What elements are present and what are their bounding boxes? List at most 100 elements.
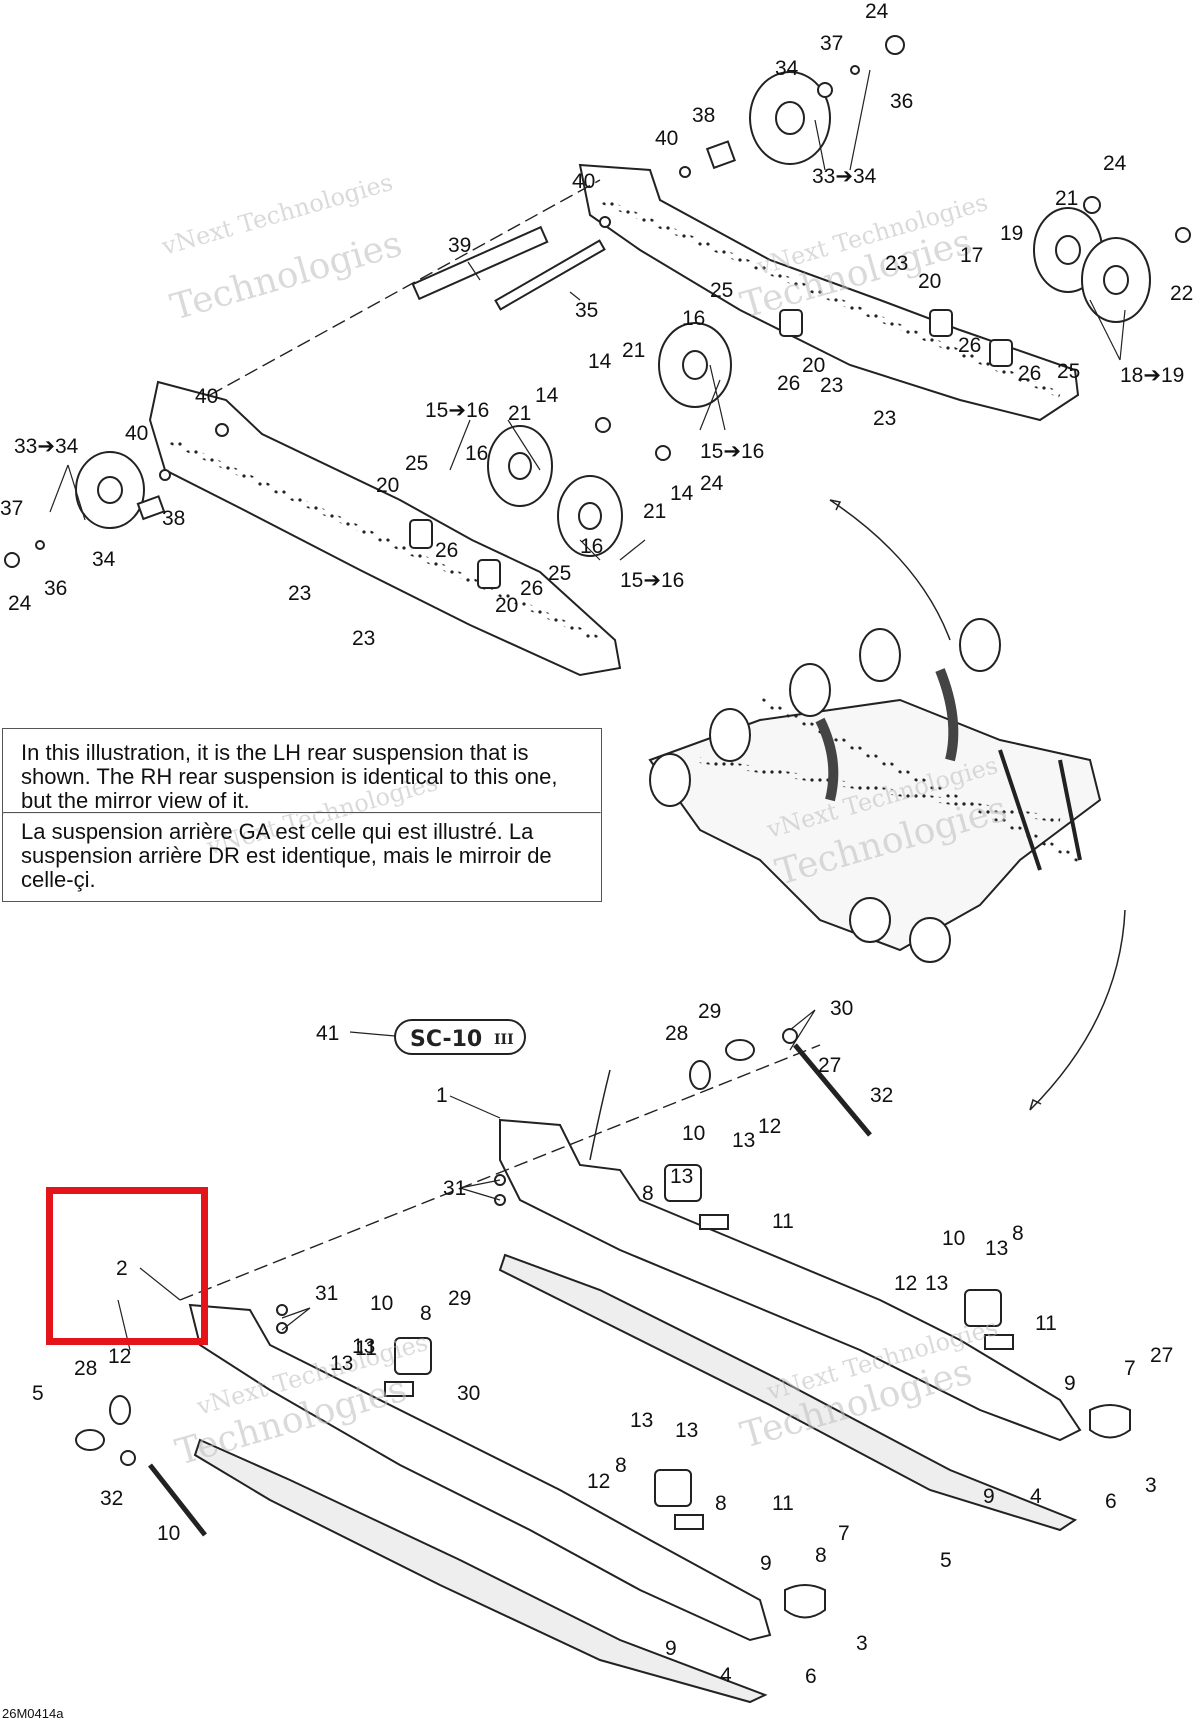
callout-label: 15➔16 xyxy=(425,399,489,422)
callout-label: 35 xyxy=(575,299,598,322)
callout-label: 3 xyxy=(1145,1474,1157,1497)
callout-label: 37 xyxy=(0,497,23,520)
callout-label: 11 xyxy=(772,1492,794,1515)
callout-label: 19 xyxy=(1000,222,1023,245)
callout-label: 13 xyxy=(732,1129,755,1152)
slide-runner-lh xyxy=(193,1438,768,1704)
callout-label: 15➔16 xyxy=(700,440,764,463)
axle-35 xyxy=(494,239,606,311)
callout-label: 37 xyxy=(820,32,843,55)
note-french: La suspension arrière GA est celle qui e… xyxy=(21,819,552,892)
callout-label: 26 xyxy=(520,577,543,600)
callout-label: 10 xyxy=(157,1522,180,1545)
callout-label: 8 xyxy=(615,1454,627,1477)
callout-label: 38 xyxy=(692,104,715,127)
callout-label: 8 xyxy=(815,1544,827,1567)
callout-label: 10 xyxy=(942,1227,965,1250)
highlight-box xyxy=(46,1187,208,1345)
callout-label: 36 xyxy=(890,90,913,113)
callout-label: 13 xyxy=(670,1165,693,1188)
callout-label: 7 xyxy=(838,1522,850,1545)
callout-label: 23 xyxy=(885,252,908,275)
plate-28b xyxy=(109,1395,131,1425)
callout-label: 23 xyxy=(820,374,843,397)
callout-label: 10 xyxy=(682,1122,705,1145)
slide-runner-rh xyxy=(498,1253,1078,1532)
callout-labels: 24 37 34 36 38 40 33➔34 40 39 35 24 21 1… xyxy=(0,0,1193,1688)
callout-label: 23 xyxy=(873,407,896,430)
upper-slide-rail-group xyxy=(148,163,1080,677)
callout-label: 24 xyxy=(700,472,724,495)
callout-label: 9 xyxy=(983,1485,995,1508)
callout-label: 22 xyxy=(1170,282,1193,305)
callout-label: 25 xyxy=(1057,360,1080,383)
upper-wheels xyxy=(4,35,1191,589)
callout-label: 21 xyxy=(1055,187,1078,210)
callout-label: 2 xyxy=(116,1257,128,1280)
note-divider xyxy=(3,812,601,814)
callout-label: 5 xyxy=(32,1382,44,1405)
callout-label: 26 xyxy=(435,539,458,562)
plate-28a xyxy=(689,1060,711,1090)
axle-39 xyxy=(411,225,549,301)
callout-label: 12 xyxy=(894,1272,917,1295)
callout-label: 30 xyxy=(457,1382,480,1405)
assembled-suspension xyxy=(648,499,1126,1111)
slider-block-10c xyxy=(394,1337,432,1375)
slide-rail-lh xyxy=(188,1303,772,1642)
callout-label: 3 xyxy=(856,1632,868,1655)
callout-label: 20 xyxy=(918,270,941,293)
callout-label: 16 xyxy=(682,307,705,330)
callout-label: 21 xyxy=(643,500,666,523)
callout-label: 11 xyxy=(1035,1312,1057,1335)
callout-label: 39 xyxy=(448,234,471,257)
callout-label: 8 xyxy=(1012,1222,1024,1245)
callout-label: 40 xyxy=(125,422,148,445)
callout-label: 11 xyxy=(355,1337,377,1360)
callout-label: 4 xyxy=(1030,1485,1042,1508)
upper-slide-rail-rh xyxy=(578,163,1080,422)
spacer-38 xyxy=(705,140,736,170)
callout-label: 8 xyxy=(420,1302,432,1325)
callout-label: 34 xyxy=(92,548,116,571)
callout-label: 21 xyxy=(622,339,645,362)
callout-label: 36 xyxy=(44,577,67,600)
leader-lines xyxy=(49,69,1126,1351)
callout-label: 34 xyxy=(775,57,799,80)
callout-label: 40 xyxy=(572,170,595,193)
callout-label: 8 xyxy=(715,1492,727,1515)
callout-label: 25 xyxy=(710,279,733,302)
callout-label: 38 xyxy=(162,507,185,530)
svg-text:III: III xyxy=(494,1032,514,1048)
callout-label: 40 xyxy=(655,127,678,150)
lower-rail-group xyxy=(75,1028,1131,1704)
callout-label: 14 xyxy=(588,350,612,373)
callout-label: 6 xyxy=(1105,1490,1117,1513)
callout-label: 9 xyxy=(665,1637,677,1660)
callout-label: 26 xyxy=(958,334,981,357)
callout-label: 29 xyxy=(698,1000,721,1023)
callout-label: 15➔16 xyxy=(620,569,684,592)
callout-label: 30 xyxy=(830,997,853,1020)
callout-label: 10 xyxy=(370,1292,393,1315)
callout-label: 25 xyxy=(405,452,428,475)
callout-label: 16 xyxy=(465,442,488,465)
figure-code: 26M0414a xyxy=(2,1706,64,1721)
callout-label: 33➔34 xyxy=(812,165,877,188)
callout-label: 13 xyxy=(675,1419,698,1442)
callout-label: 4 xyxy=(720,1664,732,1687)
callout-label: 32 xyxy=(870,1084,893,1107)
callout-label: 20 xyxy=(802,354,825,377)
callout-label: 31 xyxy=(315,1282,338,1305)
slider-block-10d xyxy=(654,1469,692,1507)
svg-text:SC-10: SC-10 xyxy=(410,1027,482,1052)
callout-label: 24 xyxy=(8,592,32,615)
callout-label: 40 xyxy=(195,385,218,408)
callout-label: 13 xyxy=(630,1409,653,1432)
note-english: In this illustration, it is the LH rear … xyxy=(21,740,558,813)
callout-label: 13 xyxy=(330,1352,353,1375)
callout-label: 6 xyxy=(805,1665,817,1688)
callout-label: 28 xyxy=(665,1022,688,1045)
callout-label: 18➔19 xyxy=(1120,364,1184,387)
